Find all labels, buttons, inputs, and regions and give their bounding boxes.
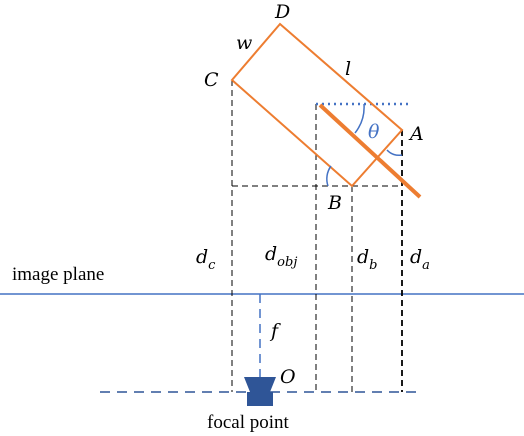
label-dist-obj-sub: obj <box>277 255 297 270</box>
label-side-l: l <box>345 58 351 80</box>
angle-arc-a <box>386 149 403 157</box>
label-corner-a: A <box>408 123 424 145</box>
label-dist-c-main: d <box>196 246 208 268</box>
label-dist-b-main: d <box>357 246 369 268</box>
label-dist-a-sub: a <box>422 258 430 273</box>
label-image-plane: image plane <box>12 264 104 285</box>
label-dist-c: dc <box>196 246 216 273</box>
object-axis-line <box>318 103 422 199</box>
label-focal-point: focal point <box>207 412 290 433</box>
label-corner-c: C <box>204 69 219 91</box>
label-side-w: w <box>236 32 252 54</box>
label-origin: O <box>280 366 296 388</box>
camera-icon <box>244 377 276 406</box>
label-dist-b: db <box>357 246 378 273</box>
label-focal-length: f <box>269 320 281 342</box>
theta-arc <box>354 103 365 134</box>
label-corner-b: B <box>327 192 342 214</box>
object-rectangle <box>230 22 404 188</box>
label-dist-c-sub: c <box>208 258 216 273</box>
label-dist-a-main: d <box>410 246 422 268</box>
label-dist-obj-main: d <box>265 243 277 265</box>
label-dist-b-sub: b <box>369 258 377 273</box>
label-dist-obj: dobj <box>265 243 297 270</box>
label-theta: θ <box>368 121 380 143</box>
angle-arc-b <box>326 165 332 187</box>
label-dist-a: da <box>410 246 430 273</box>
label-corner-d: D <box>274 1 290 23</box>
